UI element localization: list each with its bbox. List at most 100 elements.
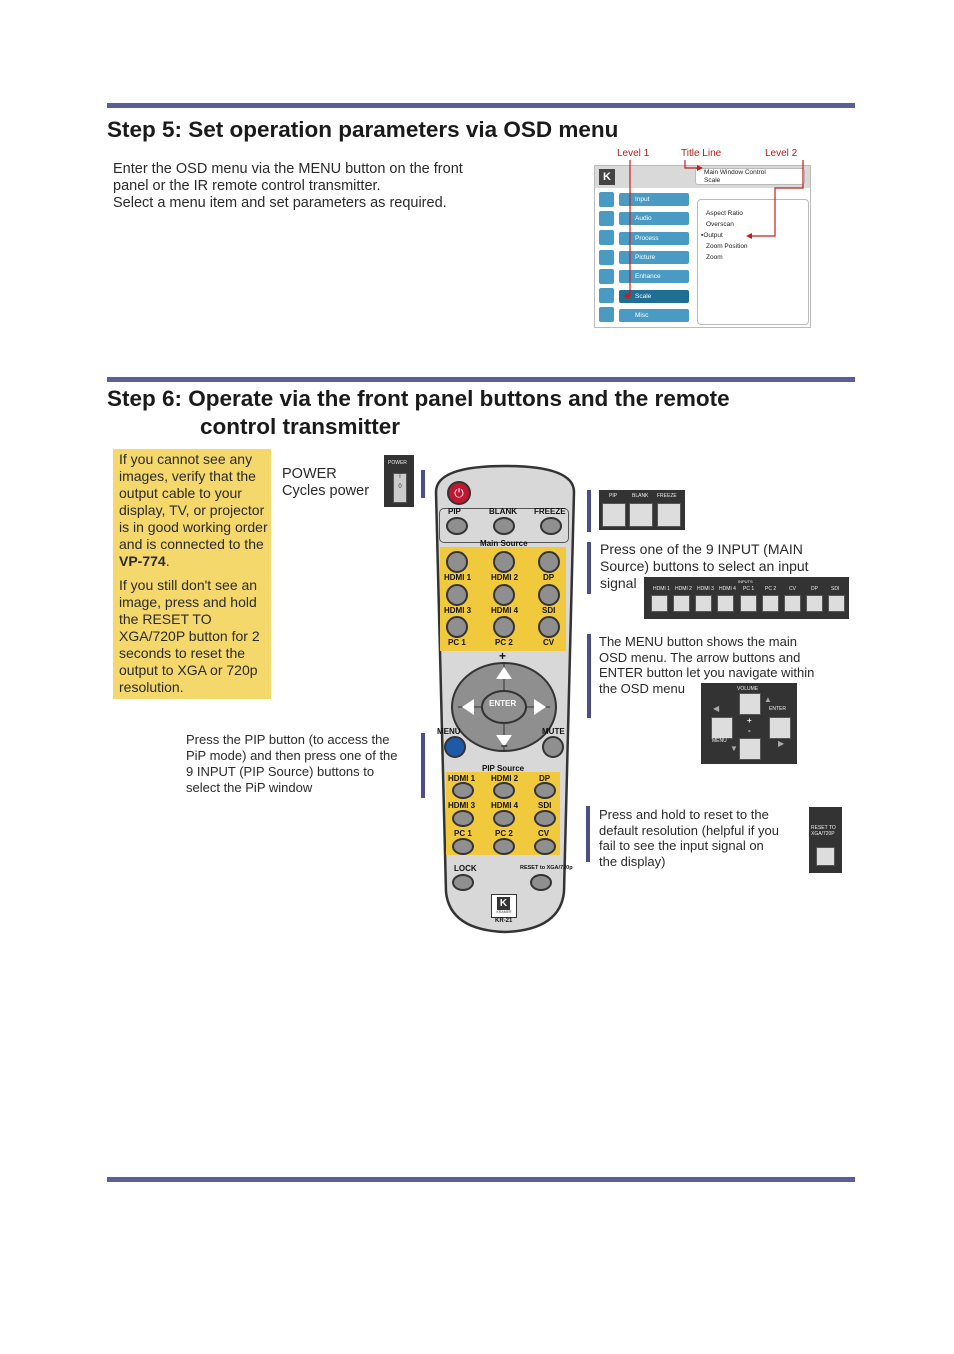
remote-menu-button[interactable]	[444, 736, 466, 758]
pip-hdmi3-button[interactable]	[452, 810, 474, 827]
step5-text-line: Enter the OSD menu via the MENU button o…	[113, 161, 463, 177]
osd-annotation-arrows	[623, 160, 804, 299]
front-input-button[interactable]	[784, 595, 801, 612]
remote-blank-button[interactable]	[493, 517, 515, 535]
callout-bar	[421, 733, 425, 798]
pip-hdmi4-button[interactable]	[493, 810, 515, 827]
power-label: POWER	[282, 466, 337, 482]
reset-panel-label: RESET TO XGA/720P	[811, 825, 836, 837]
osd-subitem[interactable]: Aspect Ratio	[706, 210, 743, 217]
main-sdi-button[interactable]	[538, 584, 560, 606]
pip-cv-button[interactable]	[534, 838, 556, 855]
front-input-button[interactable]	[695, 595, 712, 612]
lock-label: LOCK	[454, 864, 477, 873]
power-switch-label: POWER	[388, 460, 407, 466]
left-arrow-icon: ◀	[713, 704, 720, 713]
main-input-label: DP	[543, 573, 555, 582]
osd-item-audio[interactable]: Audio	[619, 212, 689, 225]
pip-sdi-button[interactable]	[534, 810, 556, 827]
osd-submenu-panel: Aspect Ratio Overscan ▪Output Zoom Posit…	[697, 199, 809, 325]
pip-button-label: PIP	[448, 507, 461, 516]
front-down-button[interactable]	[739, 738, 761, 760]
pip-text-line: select the PiP window	[186, 780, 313, 795]
main-hdmi1-button[interactable]	[446, 551, 468, 573]
panel-button-label: PIP	[609, 493, 618, 499]
front-input-button[interactable]	[762, 595, 779, 612]
front-left-button[interactable]	[711, 717, 733, 739]
step6-heading-cont: control transmitter	[200, 414, 401, 439]
pip-hdmi1-button[interactable]	[452, 782, 474, 799]
power-switch-panel: POWER I 0	[384, 455, 414, 507]
main-pc2-button[interactable]	[493, 616, 515, 638]
pip-input-label: PC 1	[454, 829, 472, 838]
front-up-button[interactable]	[739, 693, 761, 715]
enter-button[interactable]: ENTER	[489, 699, 517, 708]
osd-title-sub: Scale	[704, 177, 721, 184]
menu-text-line: ENTER button let you navigate within	[599, 665, 815, 680]
pip-input-label: DP	[539, 774, 551, 783]
main-cv-button[interactable]	[538, 616, 560, 638]
pip-pc1-button[interactable]	[452, 838, 474, 855]
volume-minus-label: –	[501, 738, 508, 752]
kramer-logo-icon: K	[599, 169, 615, 185]
front-input-button[interactable]	[717, 595, 734, 612]
remote-mute-button[interactable]	[542, 736, 564, 758]
front-pip-button[interactable]	[602, 503, 626, 527]
note-line: If you cannot see any	[119, 451, 253, 467]
osd-title-main: Main Window Control	[704, 169, 766, 176]
osd-item-enhance[interactable]: Enhance	[619, 270, 689, 283]
front-input-button[interactable]	[651, 595, 668, 612]
remote-model-label: KR-21	[495, 918, 513, 924]
front-right-button[interactable]	[769, 717, 791, 739]
osd-subitem-selected[interactable]: ▪Output	[701, 232, 723, 239]
reset-text-line: the display)	[599, 854, 666, 869]
note-line: images, verify that the	[119, 468, 256, 484]
remote-reset-button[interactable]	[530, 874, 552, 891]
pip-input-label: HDMI 1	[448, 774, 476, 783]
step5-text-line: Select a menu item and set parameters as…	[113, 195, 447, 211]
top-buttons-group	[439, 508, 569, 543]
pip-dp-button[interactable]	[534, 782, 556, 799]
main-hdmi2-button[interactable]	[493, 551, 515, 573]
note-line: If you still don't see an	[119, 577, 258, 593]
pip-pc2-button[interactable]	[493, 838, 515, 855]
front-input-button[interactable]	[828, 595, 845, 612]
plus-label: +	[747, 716, 752, 725]
front-input-button[interactable]	[740, 595, 757, 612]
up-arrow-icon: ▲	[764, 695, 772, 704]
osd-item-input[interactable]: Input	[619, 193, 689, 206]
down-arrow-icon: ▼	[730, 744, 738, 753]
main-input-label: SDI	[542, 606, 556, 615]
osd-subitem[interactable]: Zoom	[706, 254, 723, 261]
remote-freeze-button[interactable]	[540, 517, 562, 535]
remote-power-button[interactable]: ⏻	[447, 481, 471, 505]
osd-item-process[interactable]: Process	[619, 232, 689, 245]
front-blank-button[interactable]	[629, 503, 653, 527]
note-line: resolution.	[119, 679, 184, 695]
front-input-button[interactable]	[806, 595, 823, 612]
kramer-logo: K KRAMER	[491, 894, 517, 918]
osd-item-misc[interactable]: Misc	[619, 309, 689, 322]
osd-subitem[interactable]: Overscan	[706, 221, 734, 228]
osd-subitem[interactable]: Zoom Position	[706, 243, 748, 250]
panel-button-label: FREEZE	[657, 493, 677, 499]
main-hdmi4-button[interactable]	[493, 584, 515, 606]
pip-hdmi2-button[interactable]	[493, 782, 515, 799]
main-dp-button[interactable]	[538, 551, 560, 573]
osd-item-picture[interactable]: Picture	[619, 251, 689, 264]
front-input-button[interactable]	[673, 595, 690, 612]
osd-item-scale[interactable]: Scale	[619, 290, 689, 303]
remote-lock-button[interactable]	[452, 874, 474, 891]
power-desc: Cycles power	[282, 483, 370, 499]
front-reset-button[interactable]	[816, 847, 835, 866]
note-line: the RESET TO	[119, 611, 212, 627]
power-rocker-switch[interactable]: I 0	[393, 473, 407, 503]
main-pc1-button[interactable]	[446, 616, 468, 638]
main-hdmi3-button[interactable]	[446, 584, 468, 606]
volume-plus-label: +	[499, 649, 507, 663]
panel-input-label: CV	[789, 586, 796, 592]
pip-input-label: HDMI 4	[491, 801, 519, 810]
remote-pip-button[interactable]	[446, 517, 468, 535]
process-icon	[599, 230, 614, 245]
front-freeze-button[interactable]	[657, 503, 681, 527]
